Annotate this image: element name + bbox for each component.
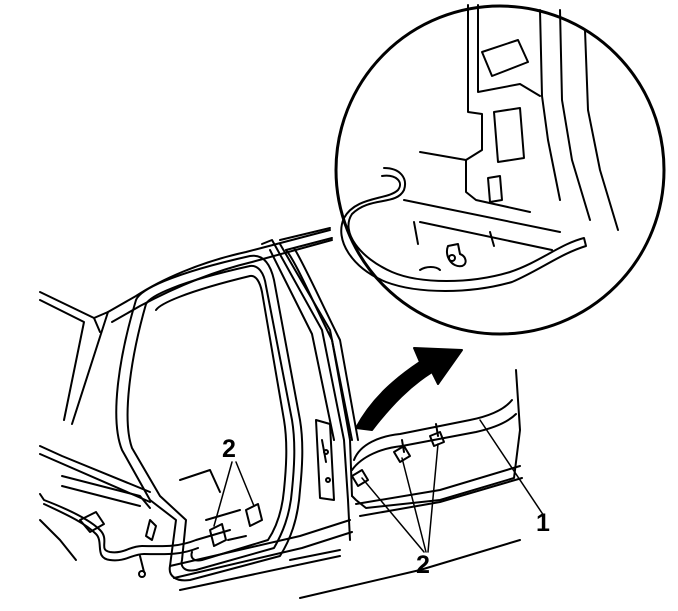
callout-label-2-left: 2 bbox=[222, 435, 236, 463]
leader-line-2-right-a bbox=[361, 477, 425, 553]
front-door-opening bbox=[279, 227, 523, 599]
leader-line-2-left-a bbox=[213, 461, 233, 527]
callout-label-2-right: 2 bbox=[416, 551, 430, 579]
direction-arrow bbox=[355, 347, 463, 431]
rear-door-opening bbox=[115, 254, 353, 591]
rear-harness-area bbox=[39, 469, 263, 578]
leader-line-2-right-c bbox=[427, 443, 439, 553]
leader-lines bbox=[213, 419, 545, 553]
leader-line-2-right-b bbox=[401, 457, 427, 553]
b-pillar bbox=[261, 239, 353, 541]
detail-inset bbox=[334, 4, 666, 336]
leader-line-1 bbox=[479, 419, 545, 517]
callout-label-1: 1 bbox=[536, 509, 550, 537]
leader-line-2-left-b bbox=[235, 461, 255, 507]
